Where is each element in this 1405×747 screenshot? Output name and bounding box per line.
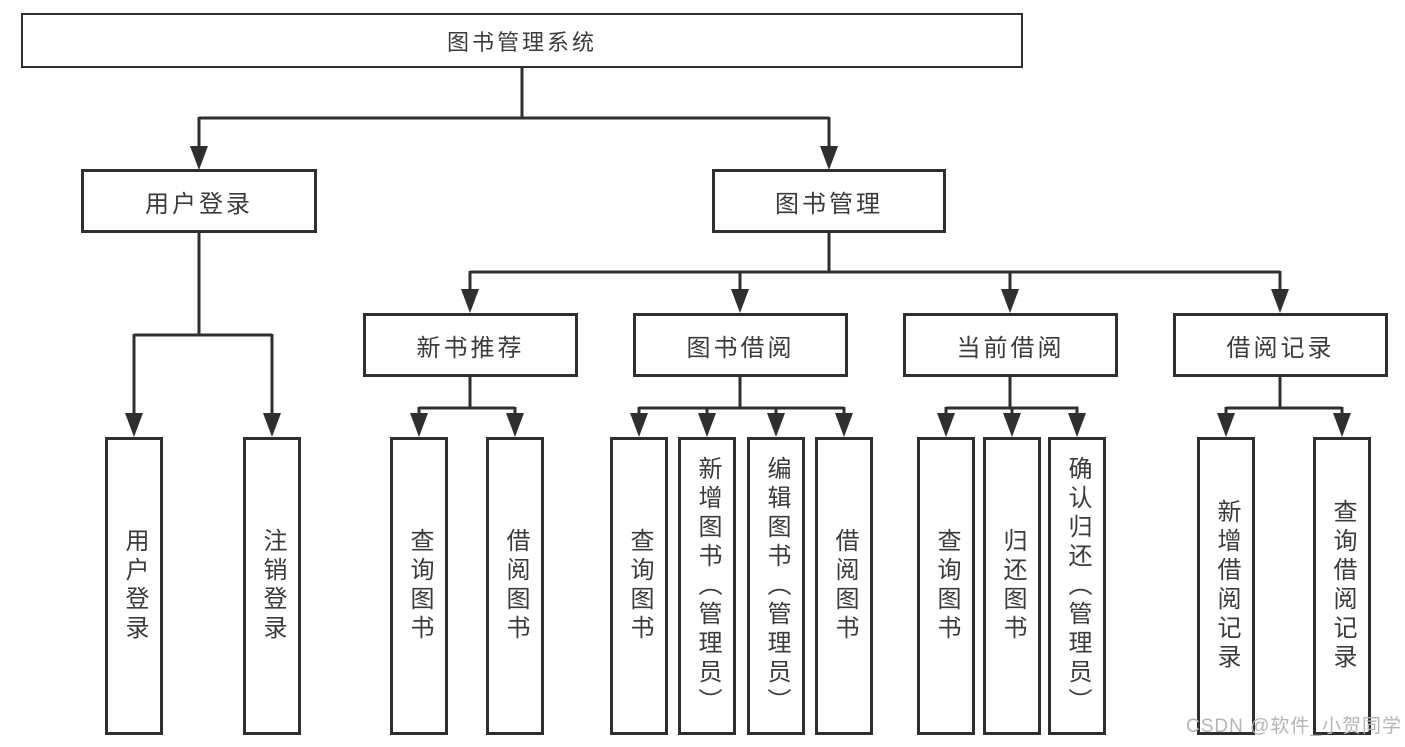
leaf-currentborrow-return-books-label: 归还图书 [999, 528, 1026, 644]
node-book-management-label: 图书管理 [775, 190, 883, 218]
leaf-currentborrow-query-books-label: 查询图书 [933, 528, 960, 644]
node-book-borrow: 图书借阅 [633, 313, 848, 377]
leaf-bookborrow-query-books: 查询图书 [610, 437, 668, 735]
leaf-bookborrow-add-books-admin: 新增图书（管理员） [678, 437, 736, 735]
leaf-currentborrow-query-books: 查询图书 [917, 437, 975, 735]
leaf-newbookrec-borrow-books-label: 借阅图书 [502, 528, 529, 644]
connector-bookmgmt-to-level3 [461, 233, 1289, 313]
connector-userlogin-to-leaves [125, 233, 281, 437]
csdn-watermark: CSDN @软件_小贺同学 [1186, 716, 1402, 737]
node-new-book-recommend-label: 新书推荐 [416, 334, 525, 362]
node-book-management: 图书管理 [712, 169, 946, 233]
leaf-bookborrow-query-books-label: 查询图书 [626, 528, 653, 644]
node-current-borrow: 当前借阅 [903, 313, 1118, 377]
node-book-borrow-label: 图书借阅 [686, 334, 795, 362]
leaf-currentborrow-return-books: 归还图书 [983, 437, 1041, 735]
leaf-newbookrec-borrow-books: 借阅图书 [486, 437, 544, 735]
leaf-user-login: 用户登录 [105, 437, 163, 735]
leaf-bookborrow-borrow-books-label: 借阅图书 [831, 528, 858, 644]
connector-bookborrow-to-leaves [630, 377, 853, 437]
connector-root-to-level2 [190, 68, 838, 170]
node-root-system: 图书管理系统 [21, 13, 1023, 68]
leaf-newbookrec-query-books: 查询图书 [390, 437, 448, 735]
connector-currentborrow-to-leaves [937, 377, 1086, 437]
leaf-records-add-borrow-record: 新增借阅记录 [1197, 437, 1255, 735]
node-current-borrow-label: 当前借阅 [956, 334, 1065, 362]
leaf-records-query-borrow-record-label: 查询借阅记录 [1329, 499, 1356, 673]
leaf-bookborrow-borrow-books: 借阅图书 [815, 437, 873, 735]
node-user-login-label: 用户登录 [145, 190, 253, 218]
leaf-user-login-label: 用户登录 [121, 528, 148, 644]
leaf-currentborrow-confirm-return-admin: 确认归还（管理员） [1048, 437, 1106, 735]
leaf-currentborrow-confirm-return-admin-label: 确认归还（管理员） [1064, 455, 1091, 717]
connector-borrowrecords-to-leaves [1217, 377, 1351, 437]
connector-newbookrec-to-leaves [410, 377, 524, 437]
node-new-book-recommend: 新书推荐 [363, 313, 578, 377]
leaf-bookborrow-edit-books-admin-label: 编辑图书（管理员） [763, 455, 790, 717]
leaf-bookborrow-add-books-admin-label: 新增图书（管理员） [694, 455, 721, 717]
node-root-label: 图书管理系统 [446, 29, 597, 55]
node-borrow-records-label: 借阅记录 [1226, 334, 1335, 362]
node-borrow-records: 借阅记录 [1173, 313, 1388, 377]
leaf-newbookrec-query-books-label: 查询图书 [406, 528, 433, 644]
leaf-logout-label: 注销登录 [259, 528, 286, 644]
leaf-logout: 注销登录 [243, 437, 301, 735]
node-user-login: 用户登录 [81, 169, 317, 233]
leaf-records-query-borrow-record: 查询借阅记录 [1313, 437, 1371, 735]
leaf-bookborrow-edit-books-admin: 编辑图书（管理员） [747, 437, 805, 735]
leaf-records-add-borrow-record-label: 新增借阅记录 [1213, 499, 1240, 673]
